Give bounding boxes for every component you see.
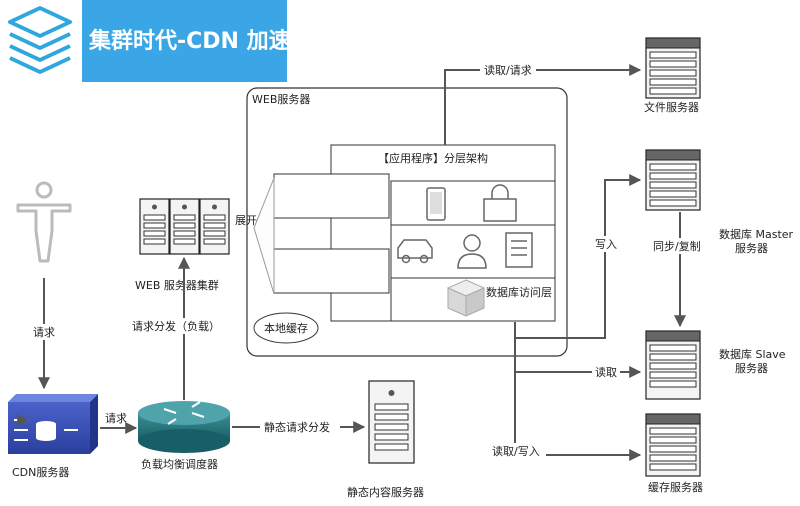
arrow-readwrite-cache — [514, 372, 642, 461]
cdn-server-label: CDN服务器 — [12, 466, 69, 479]
read-request-label: 读取/请求 — [484, 63, 532, 77]
page-title: 集群时代-CDN 加速 — [88, 28, 291, 54]
layers-icon — [8, 6, 72, 74]
request-dispatch-label-bg — [128, 318, 240, 334]
arrow-app-fileserver — [444, 64, 642, 145]
cluster-server-2 — [169, 198, 200, 255]
header-banner: 集群时代-CDN 加速 — [0, 0, 291, 82]
logo-background — [0, 0, 80, 82]
local-cache-label: 本地缓存 — [264, 321, 308, 335]
write-label: 写入 — [595, 238, 617, 251]
static-server-label: 静态内容服务器 — [347, 485, 424, 499]
read-label-bg — [592, 364, 620, 380]
expanded-node-top — [273, 173, 390, 219]
file-server — [645, 37, 701, 99]
db-slave-label: 数据库 Slave — [719, 347, 786, 361]
write-label-bg — [592, 236, 620, 252]
web-server-container — [246, 87, 568, 357]
request-user-label-bg — [30, 324, 62, 340]
banner-background — [82, 0, 287, 82]
cdn-box-icon — [8, 394, 98, 454]
web-server-label: WEB服务器 — [252, 93, 310, 106]
read-label: 读取 — [595, 365, 617, 379]
router-icon — [138, 401, 230, 453]
db-access-layer-label: 数据库访问层 — [486, 285, 552, 299]
static-dispatch-label: 静态请求分发 — [264, 420, 330, 434]
db-slave-sub-label: 服务器 — [735, 362, 768, 375]
web-cluster — [139, 198, 230, 255]
app-layers-title: 【应用程序】分层架构 — [378, 151, 488, 165]
sync-copy-label: 同步/复制 — [653, 239, 701, 253]
phone-icon — [426, 187, 446, 221]
car-icon — [397, 239, 433, 264]
request-user-label: 请求 — [33, 326, 55, 339]
request-cdn-label: 请求 — [105, 412, 127, 425]
expand-label: 展开 — [235, 214, 257, 227]
cache-server — [645, 413, 701, 477]
static-dispatch-label-bg — [260, 419, 340, 435]
web-cluster-label: WEB 服务器集群 — [135, 278, 219, 292]
cube-icon — [446, 279, 486, 317]
db-master-sub-label: 服务器 — [735, 242, 768, 255]
person-icon — [16, 181, 72, 263]
cluster-server-3 — [199, 198, 230, 255]
shopping-bag-icon — [483, 184, 517, 222]
request-dispatch-label: 请求分发（负载） — [132, 319, 220, 333]
db-master-label: 数据库 Master — [719, 227, 794, 241]
cluster-server-1 — [139, 198, 170, 255]
local-cache-ellipse — [253, 312, 319, 344]
file-server-label: 文件服务器 — [644, 100, 699, 114]
expand-callout — [253, 177, 275, 295]
static-server — [368, 380, 415, 464]
db-master-server — [645, 149, 701, 211]
user-icon — [457, 234, 487, 269]
cache-server-label: 缓存服务器 — [648, 480, 703, 494]
read-write-label: 读取/写入 — [492, 444, 540, 458]
document-icon — [505, 232, 533, 268]
db-slave-server — [645, 330, 701, 400]
load-balancer-label: 负载均衡调度器 — [141, 457, 218, 471]
arrow-read-slave — [514, 322, 642, 378]
sync-copy-label-bg — [650, 238, 710, 254]
expanded-node-bottom — [273, 248, 390, 294]
layer-row-1 — [390, 180, 556, 226]
read-write-label-bg — [490, 443, 546, 459]
read-request-label-bg — [480, 62, 536, 78]
arrow-write-master — [515, 174, 642, 339]
